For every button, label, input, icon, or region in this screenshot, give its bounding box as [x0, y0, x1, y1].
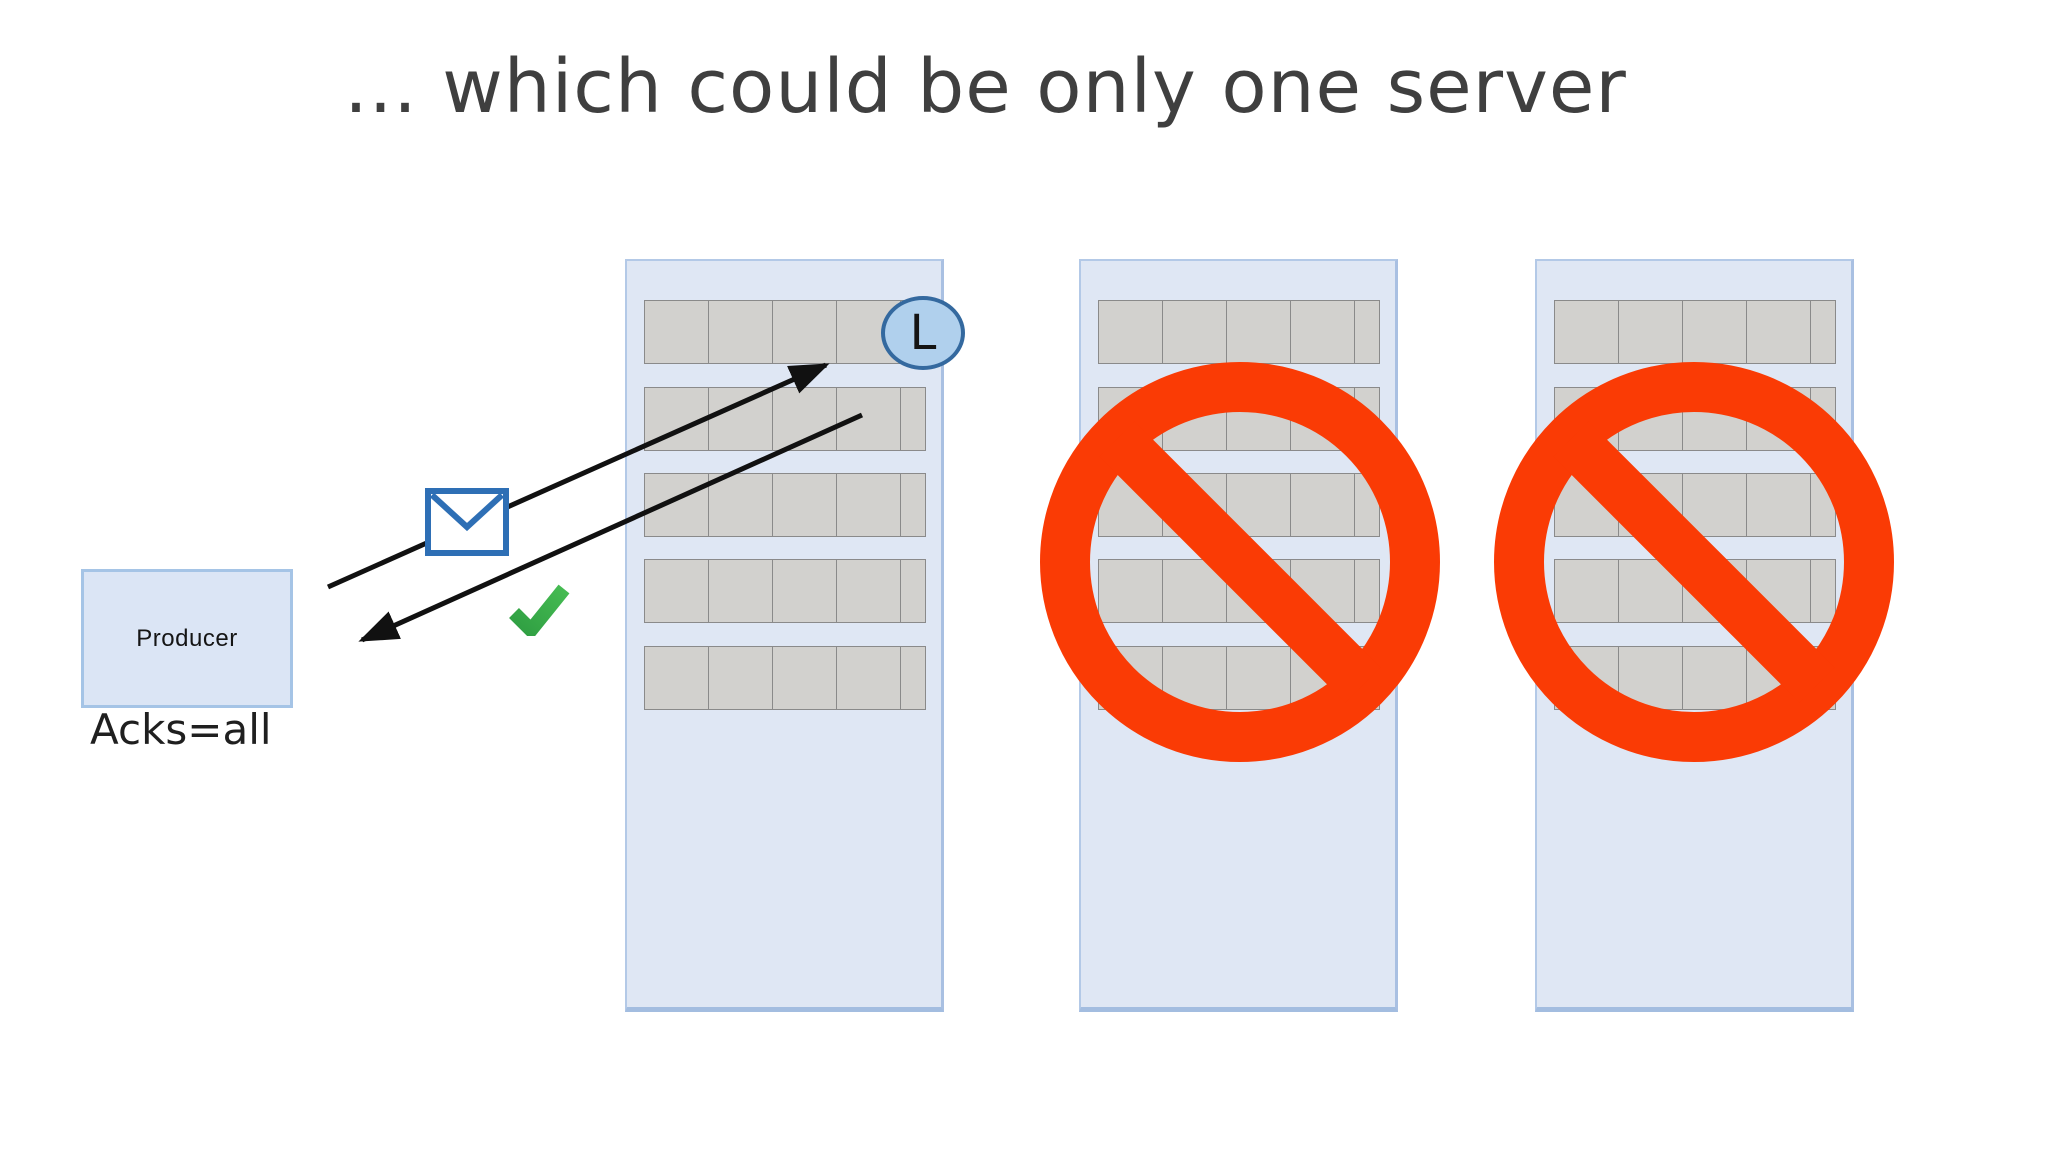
log-segment-cell [645, 647, 709, 709]
log-segment-cell [1747, 474, 1811, 536]
log-segment-cell [1291, 301, 1355, 363]
log-segment-cell [709, 301, 773, 363]
log-segment-cell [1355, 301, 1379, 363]
log-segment-cell [1683, 474, 1747, 536]
ack-success-check-icon [509, 584, 570, 636]
log-segment-cell [709, 647, 773, 709]
log-segment-cell [1555, 560, 1619, 622]
log-segment-cell [1163, 301, 1227, 363]
partition-row [644, 473, 926, 537]
log-segment-cell [1099, 301, 1163, 363]
partition-row [644, 559, 926, 623]
log-segment-cell [1619, 647, 1683, 709]
no-entry-icon [1040, 362, 1440, 762]
producer-box: Producer [81, 569, 293, 708]
log-segment-cell [1227, 301, 1291, 363]
log-segment-cell [1619, 301, 1683, 363]
partition-row [1098, 300, 1380, 364]
log-segment-cell [645, 560, 709, 622]
log-segment-cell [1291, 474, 1355, 536]
log-segment-cell [901, 388, 925, 450]
log-segment-cell [773, 647, 837, 709]
producer-to-leader-arrow [326, 362, 830, 590]
log-segment-cell [709, 388, 773, 450]
no-entry-icon [1494, 362, 1894, 762]
log-segment-cell [901, 560, 925, 622]
message-envelope-icon [425, 488, 509, 556]
log-segment-cell [1683, 301, 1747, 363]
leader-to-producer-arrow [358, 412, 864, 643]
log-segment-cell [709, 474, 773, 536]
log-segment-cell [901, 647, 925, 709]
log-segment-cell [1227, 647, 1291, 709]
log-segment-cell [645, 301, 709, 363]
log-segment-cell [1811, 301, 1835, 363]
slide-title: ... which could be only one server [344, 44, 1627, 130]
partition-row [1554, 300, 1836, 364]
log-segment-cell [1811, 560, 1835, 622]
log-segment-cell [1355, 560, 1379, 622]
log-segment-cell [645, 474, 709, 536]
log-segment-cell [901, 474, 925, 536]
acks-setting-label: Acks=all [90, 705, 272, 754]
log-segment-cell [1099, 560, 1163, 622]
log-segment-cell [773, 301, 837, 363]
log-segment-cell [837, 560, 901, 622]
log-segment-cell [1555, 301, 1619, 363]
log-segment-cell [837, 647, 901, 709]
log-segment-cell [1747, 301, 1811, 363]
log-segment-cell [773, 474, 837, 536]
leader-badge: L [881, 296, 965, 370]
log-segment-cell [773, 560, 837, 622]
log-segment-cell [1683, 647, 1747, 709]
partition-row [644, 646, 926, 710]
log-segment-cell [709, 560, 773, 622]
log-segment-cell [837, 474, 901, 536]
producer-label: Producer [136, 624, 238, 652]
